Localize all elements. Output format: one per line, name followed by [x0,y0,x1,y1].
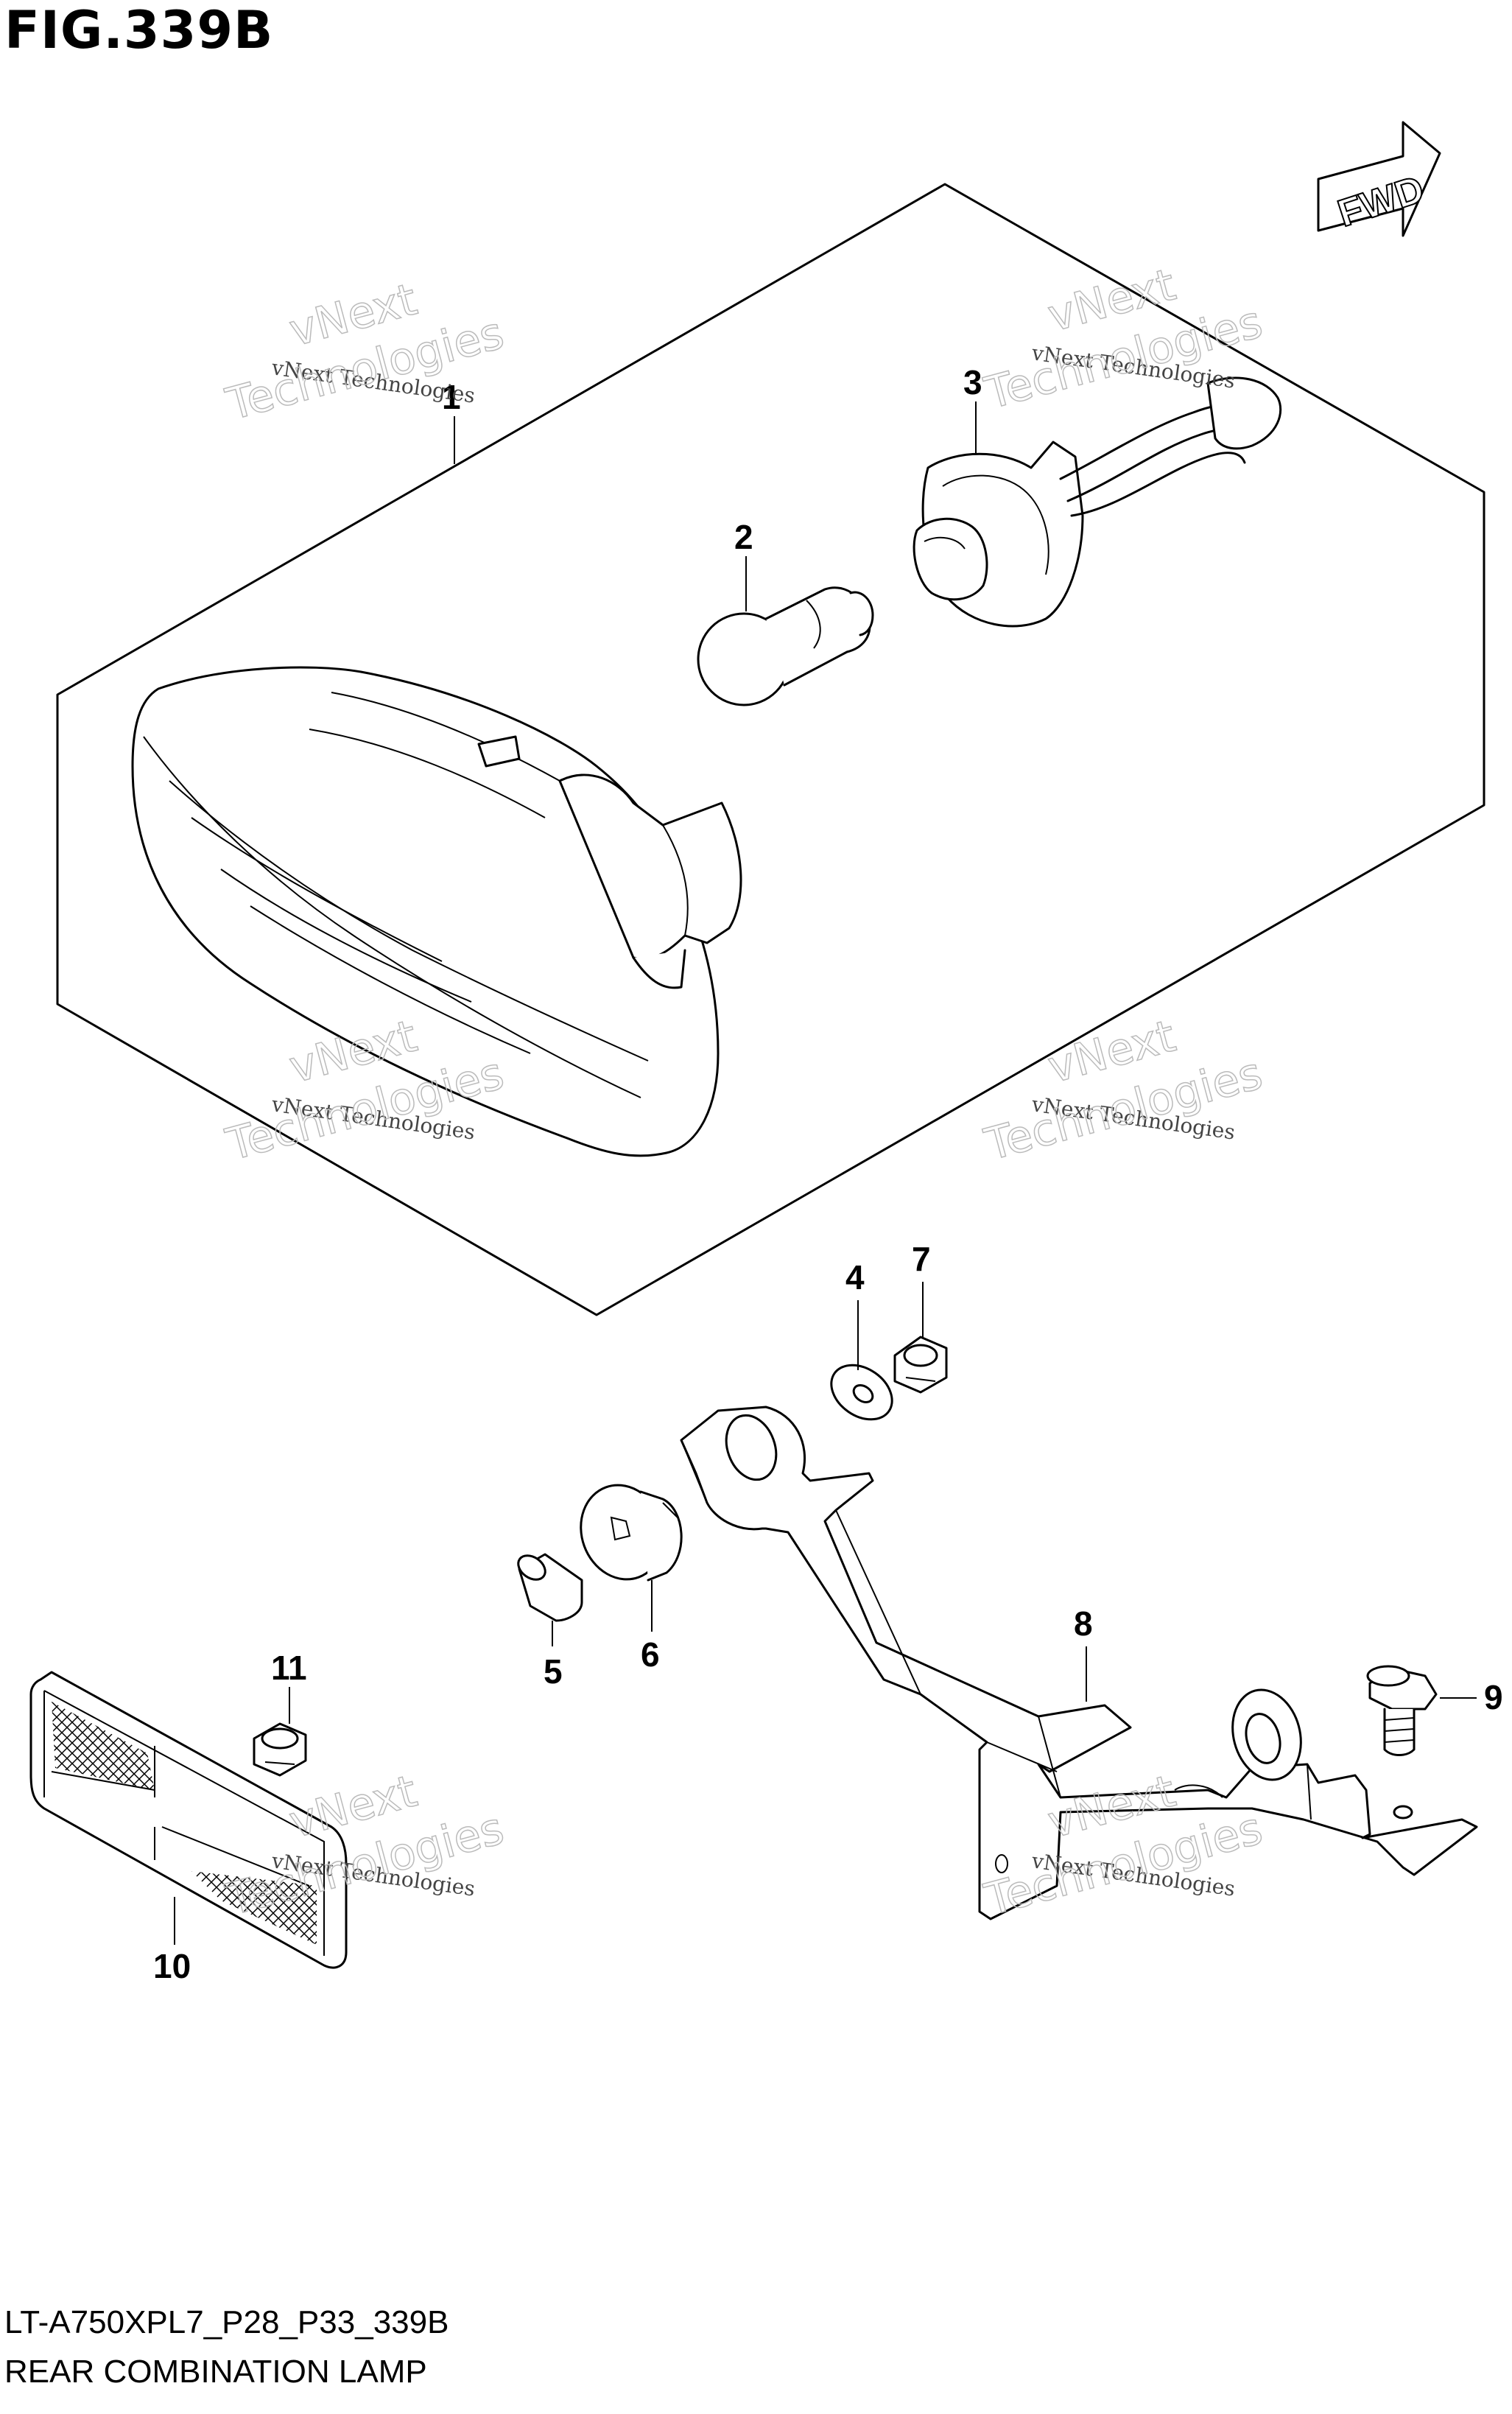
watermark: vNext Technologies vNext Technologies vN… [220,259,1268,1927]
fwd-arrow-icon: FWD [1317,121,1441,237]
cushion [580,1484,683,1582]
assembly-box [56,183,1485,1316]
figure-name: REAR COMBINATION LAMP [4,2354,427,2390]
callout-7: 7 [912,1240,931,1278]
watermark-top-left: vNext Technologies vNext Technologies [220,273,510,432]
watermark-mid-right: vNext Technologies vNext Technologies [979,1010,1268,1172]
leader-lines [174,401,1477,1945]
bolt [1366,1665,1438,1756]
figure-title: FIG.339B [4,0,274,60]
callout-11: 11 [271,1649,307,1687]
callout-4: 4 [845,1258,865,1297]
callout-3: 3 [963,363,982,401]
bulb-socket [913,376,1282,628]
callout-8: 8 [1074,1604,1093,1643]
figure-code: LT-A750XPL7_P28_P33_339B [4,2304,449,2340]
callout-10: 10 [153,1947,191,1985]
callout-6: 6 [641,1635,660,1674]
nut-11 [253,1722,307,1777]
callout-9: 9 [1484,1678,1503,1716]
washer [830,1364,893,1421]
callout-5: 5 [544,1652,563,1691]
lamp-housing [131,666,742,1157]
lamp-bracket [680,1406,1478,1920]
collar [517,1553,583,1622]
bulb [697,586,874,706]
reflex-reflector [29,1671,348,1969]
nut-7 [893,1336,948,1394]
callout-2: 2 [734,518,753,556]
callout-1: 1 [442,378,461,416]
